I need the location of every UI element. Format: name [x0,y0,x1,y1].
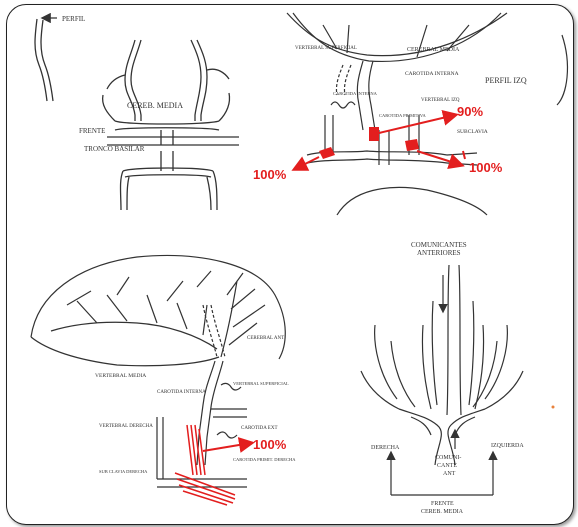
label-vertebral-media: VERTEBRAL MEDIA [95,373,146,379]
arrow-100 [203,443,251,451]
label-ant: ANT [443,471,456,477]
diagram-frame: PERFIL CEREB. MEDIA FRENTE TRONCO BASILA… [6,4,574,525]
label-derecha: DERECHA [371,445,400,451]
vessel-vertebral-dashed [203,305,217,357]
label-cante: CANTE [437,463,457,469]
body-arc [337,187,487,215]
skull-outline [557,35,567,105]
vessel-arch [307,159,447,163]
vessel-branch [207,69,229,79]
vessel-vertebral-derecha [157,417,163,479]
label-frente: FRENTE [431,501,454,507]
label-vertebral-sup: VERTEBRAL SUPERFICIAL [295,46,357,51]
label-carotida-primit: CAROTIDA PRIMIT. DERECHA [233,457,296,462]
label-cereb-media: CEREB. MEDIA [127,101,183,110]
label-vertebral-sup: VERTEBRAL SUPERFICIAL [233,381,289,386]
label-subclavia: SUBCLAVIA [457,129,488,135]
label-perfil-izq: PERFIL IZQ [485,76,527,85]
label-perfil: PERFIL [62,15,85,23]
label-comuni: COMUNI- [435,455,461,461]
arrow-100-right [417,151,461,165]
label-carotida-interna: CAROTIDA INTERNA [157,390,206,395]
panel-bottom-left [31,256,285,487]
stenosis-hatch [187,425,205,475]
vessel-segment [41,20,53,101]
vessel-inner-branches [422,301,483,409]
label-pct-100-left: 100% [253,167,287,182]
label-pct-100: 100% [253,437,287,452]
stenosis-mark [369,127,379,141]
label-anteriores: ANTERIORES [417,249,461,257]
vessel-segment [35,19,47,101]
skull-arc-inner [293,13,501,61]
vessel-squiggle [217,432,237,438]
label-carotida-interna: CAROTIDA INTERNA [405,71,459,77]
brain-base [31,337,219,366]
arrow-100-left [295,157,319,169]
label-carotida-interna-2: CAROTIDA INTERNA [333,91,378,96]
vessel-loop [219,93,230,121]
vessel-bridge [115,121,219,124]
panel-top-right [287,13,567,215]
panel-top-left [35,18,239,210]
vessel-basilar-bridge [125,175,211,177]
vessel-basilar-bridge [123,168,213,171]
label-cerebral-media: CEREBRAL MEDIA [407,47,460,53]
vessel-bridge [115,128,219,130]
vessel-squiggle [331,102,355,108]
vessel-lower-inner [411,417,475,435]
label-pct-90: 90% [457,104,483,119]
vessel-loop [103,95,115,121]
label-carotida-primitiva: CAROTIDA PRIMITIVA [379,113,427,118]
label-frente: FRENTE [79,127,105,135]
label-comunicantes: COMUNICANTES [411,241,467,249]
label-cerebral-ant: CEREBRAL ANT [247,336,284,341]
vessel-branches [221,273,265,357]
vessel-branches [51,295,217,349]
label-vertebral-izq: VERTEBRAL IZQ [421,98,460,103]
vessel-right-outer [197,40,207,121]
vessel-outer-branches [361,371,523,409]
label-pct-100-right: 100% [469,160,503,175]
annotations-bottom-left [175,425,251,505]
label-carotida-ext: CAROTIDA EXT [241,426,278,431]
vessel-diagram: PERFIL CEREB. MEDIA FRENTE TRONCO BASILA… [7,5,573,524]
stenosis-hatch-lower [175,473,235,505]
label-subclavia-derecha: SUB CLAVIA DERECHA [99,469,148,474]
vessel-right-inner [191,40,201,121]
brain-outline [31,256,285,359]
label-vertebral-derecha: VERTEBRAL DERECHA [99,424,153,429]
vessel-branches [67,271,211,305]
stray-dot [552,406,555,409]
occlusion-mark-right [405,139,419,151]
vessel-vertebral-dashed [211,305,225,357]
vessel-central [447,265,461,415]
vessel-branch [107,75,125,89]
label-izquierda: IZQUIERDA [491,443,524,449]
label-cereb-media: CEREB. MEDIA [421,509,464,515]
label-tronco: TRONCO BASILAR [84,145,145,153]
vessel-ext [211,409,247,417]
tick-mark [463,151,465,159]
